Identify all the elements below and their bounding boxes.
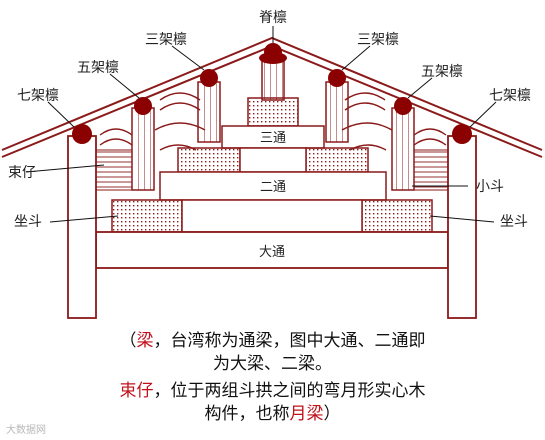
- caption-line1-text: ，台湾称为通梁，图中大通、二通即: [153, 331, 426, 351]
- label-purlin3-left: 三架檩: [145, 31, 187, 48]
- caption-line3-a: ，位于两组: [153, 381, 239, 401]
- caption-line-1: （梁，台湾称为通梁，图中大通、二通即: [0, 328, 545, 354]
- caption-line4-a: 构件，也称: [204, 404, 290, 424]
- label-purlin5-right: 五架檩: [421, 63, 463, 80]
- sitting-bracket-left: [111, 199, 183, 233]
- caption-line-3: 束仔，位于两组斗拱之间的弯月形实心木: [0, 378, 545, 404]
- tie-beams: [95, 149, 449, 191]
- caption-tie-term: 束仔: [119, 381, 154, 401]
- caption-line3-b: 斗拱之间: [238, 381, 307, 401]
- label-beam-big: 大通: [259, 245, 285, 260]
- label-ridge: 脊檩: [259, 9, 287, 26]
- caption-close: ）: [323, 404, 341, 424]
- label-beam3: 三通: [260, 131, 286, 146]
- purlin-5-left-icon: [134, 97, 152, 115]
- purlin-3-left-icon: [200, 69, 218, 87]
- label-tie: 束仔: [8, 165, 36, 181]
- ridge-block: [247, 97, 299, 127]
- label-purlin7-right: 七架檩: [489, 87, 531, 104]
- sitting-bracket-right: [361, 199, 433, 233]
- caption-beam-term: 梁: [136, 331, 154, 351]
- caption-line-4: 构件，也称月梁）: [0, 401, 545, 427]
- caption-line-2: 为大梁、二梁。: [0, 351, 545, 377]
- label-small-bracket: 小斗: [476, 179, 504, 195]
- watermark: 大数据网: [6, 425, 46, 436]
- label-sitting-bracket-left: 坐斗: [14, 214, 42, 230]
- label-purlin7-left: 七架檩: [17, 87, 59, 104]
- purlin-3-right-icon: [328, 69, 346, 87]
- label-purlin5-left: 五架檩: [77, 59, 119, 76]
- leader-lines: [25, 26, 497, 223]
- label-purlin3-right: 三架檩: [357, 31, 399, 48]
- purlin-posts: [131, 81, 415, 191]
- purlin-5-right-icon: [394, 97, 412, 115]
- caption-moon-beam-term: 月梁: [289, 404, 324, 424]
- main-columns: [67, 135, 477, 319]
- bracket-block-right-upper: [305, 147, 369, 173]
- ridge-purlin-icon: [264, 43, 282, 61]
- label-sitting-bracket-right: 坐斗: [500, 214, 528, 230]
- purlin-7-right-icon: [452, 124, 472, 144]
- bracket-clouds: [99, 92, 447, 151]
- beam-big: [95, 231, 449, 269]
- caption-line2-text: 为大梁、二梁。: [213, 354, 332, 374]
- caption-line3-c: 的弯月形实心木: [306, 381, 426, 401]
- beam-2: [159, 171, 387, 201]
- purlins: [72, 43, 472, 144]
- label-beam2: 二通: [260, 180, 286, 195]
- bracket-block-left-upper: [177, 147, 241, 173]
- purlin-7-left-icon: [72, 124, 92, 144]
- caption-open: （: [119, 331, 137, 351]
